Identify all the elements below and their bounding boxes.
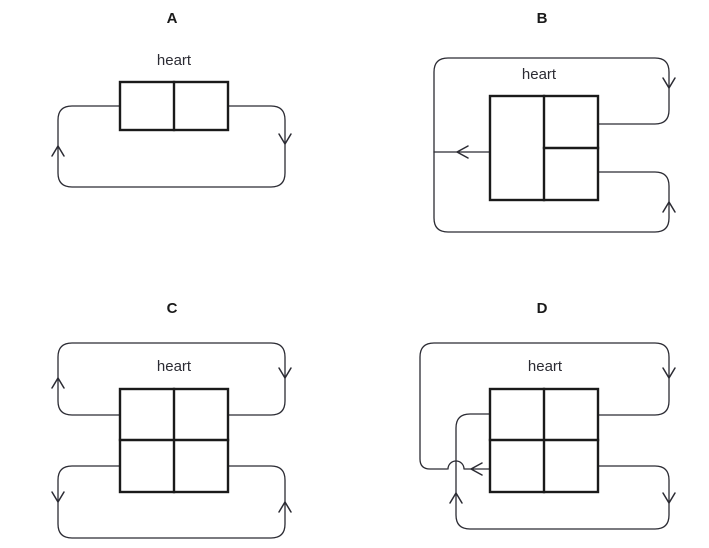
panel-label-a: A — [166, 10, 178, 27]
panel-label-b: B — [536, 10, 548, 27]
arrow-down-left-lower-c — [51, 491, 65, 503]
arrow-down-right-a — [278, 133, 292, 145]
panel-a-circulation-loop — [57, 105, 286, 188]
arrow-left-shunt-d — [470, 462, 483, 476]
panel-b-lower-loop — [433, 151, 670, 233]
organ-label-a: heart — [156, 52, 192, 69]
arrow-up-left-upper-c — [51, 377, 65, 389]
arrow-up-right-lower-b — [662, 201, 676, 213]
panel-c-upper-loop — [57, 342, 286, 416]
organ-label-b: heart — [521, 66, 557, 83]
panel-c-lower-loop — [57, 465, 286, 539]
arrow-down-right-upper-d — [662, 367, 676, 379]
organ-label-d: heart — [527, 358, 563, 375]
arrow-up-right-lower-c — [278, 501, 292, 513]
arrow-down-right-lower-d — [662, 492, 676, 504]
panel-b-upper-loop — [433, 57, 670, 153]
arrow-down-right-upper-c — [278, 367, 292, 379]
arrow-left-outflow-b — [456, 145, 469, 159]
panel-label-c: C — [166, 300, 178, 317]
panel-label-d: D — [536, 300, 548, 317]
panel-d-outer-loop — [419, 342, 670, 470]
panel-d-inner-loop — [455, 413, 670, 530]
organ-label-c: heart — [156, 358, 192, 375]
arrow-up-left-a — [51, 145, 65, 157]
arrow-down-right-upper-b — [662, 77, 676, 89]
arrow-up-left-return-d — [449, 492, 463, 504]
panel-d-shunt-line — [447, 460, 491, 470]
